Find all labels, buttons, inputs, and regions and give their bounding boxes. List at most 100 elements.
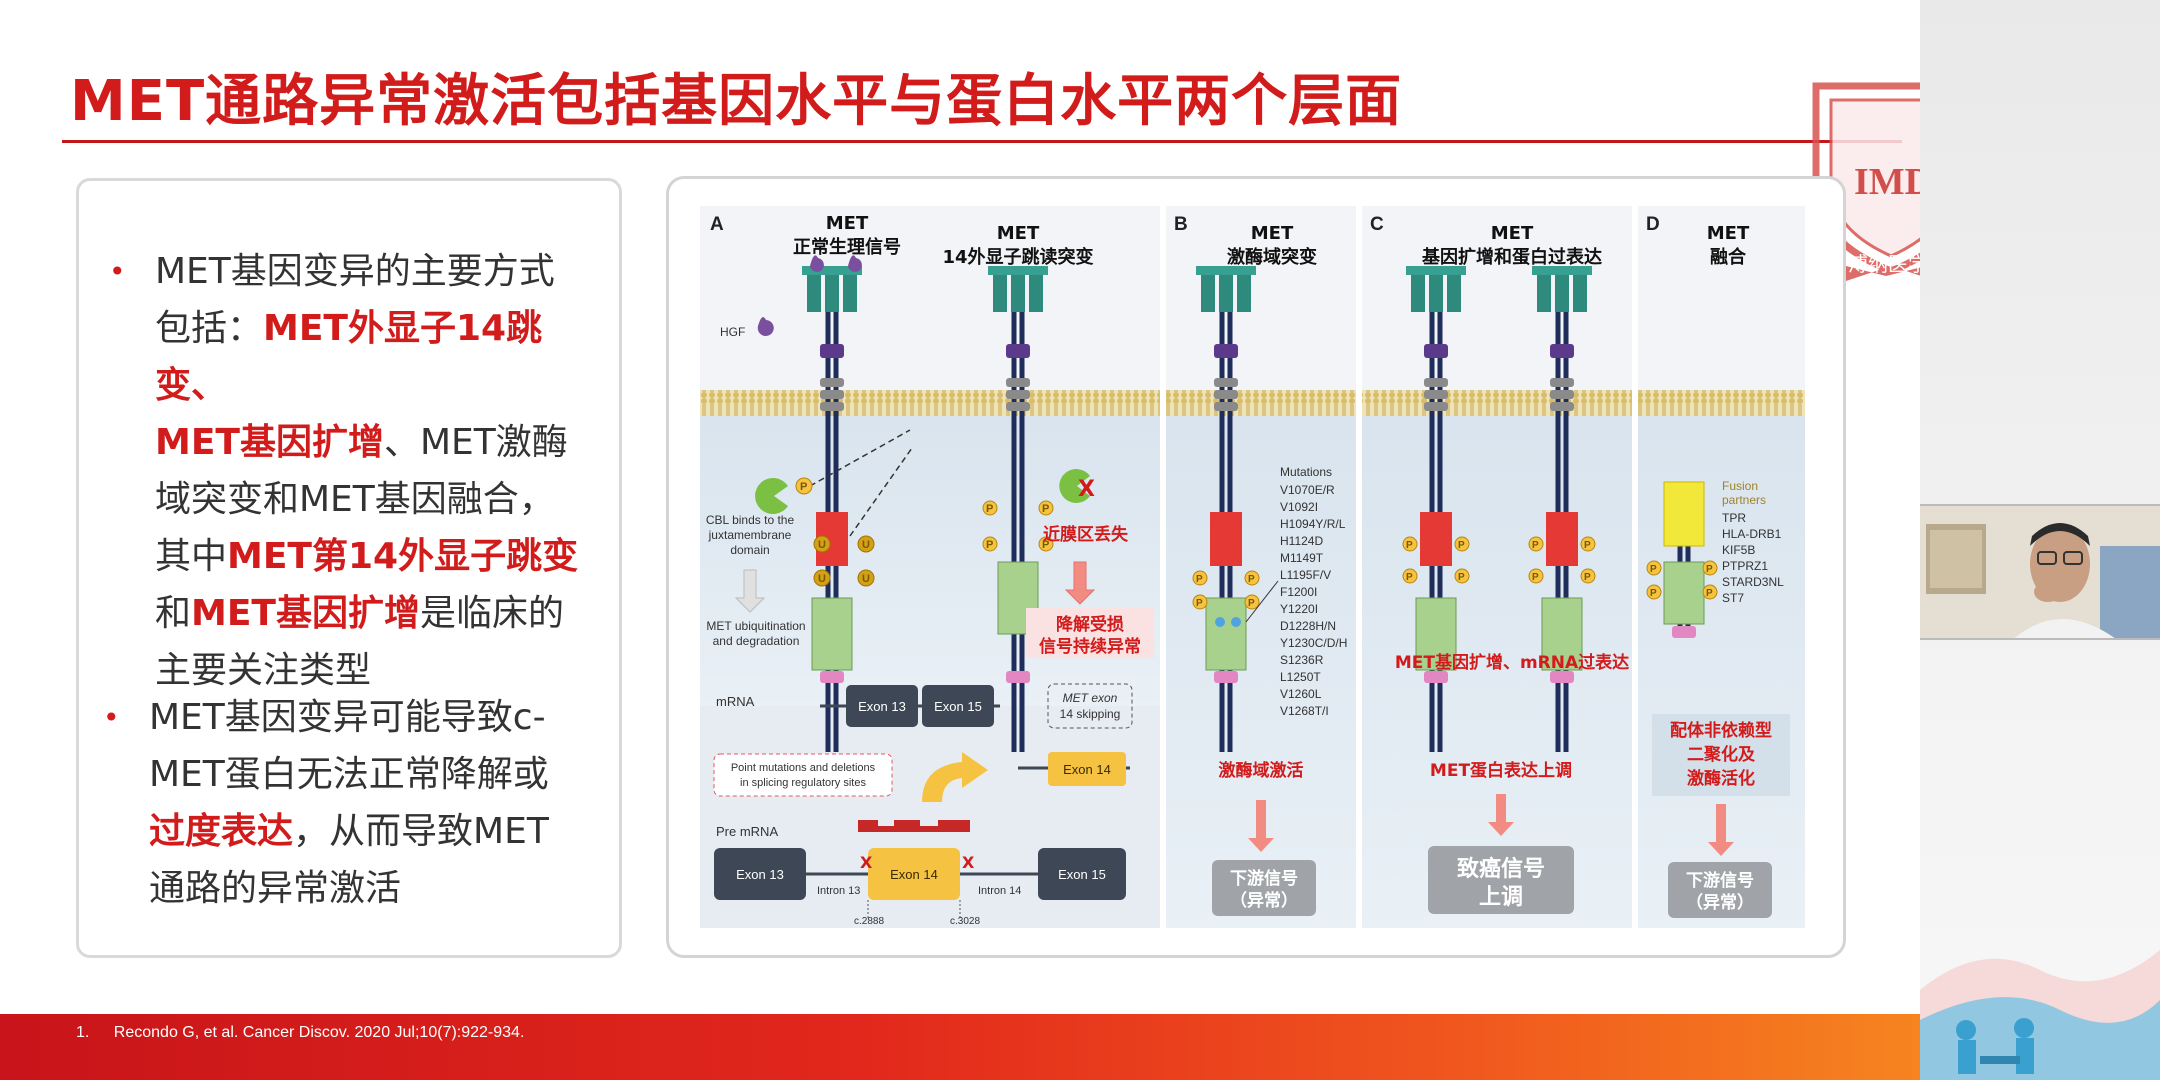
phospho-label: P (1532, 572, 1539, 583)
impair-label-2: 信号持续异常 (1039, 636, 1141, 657)
exon14-mrna (1048, 752, 1126, 786)
exon13-mrna (846, 685, 918, 727)
decorative-graphic (1920, 950, 2160, 1080)
fusion-partner-item: KIF5B (1722, 543, 1755, 557)
citation-number: 1. (76, 1024, 90, 1041)
mutation-item: H1094Y/R/L (1280, 517, 1346, 531)
impair-label-1: 降解受损 (1056, 614, 1124, 635)
cbl-blocked-icon: X (1078, 477, 1095, 502)
mutation-item: F1200I (1280, 585, 1317, 599)
panel-b-letter: B (1174, 214, 1188, 235)
intron14-label: Intron 14 (978, 885, 1021, 897)
bullet-dot: • (109, 255, 126, 288)
phospho-label: P (1406, 572, 1413, 583)
mutation-item: D1228H/N (1280, 619, 1336, 633)
phospho-label: P (1248, 574, 1255, 585)
mutation-item: L1250T (1280, 670, 1321, 684)
point-mutation-callout (713, 753, 893, 797)
b1-line6c: 是临床的 (420, 593, 565, 634)
point-label-1: Point mutations and deletions (731, 762, 876, 774)
ubq-label-2: and degradation (713, 634, 800, 648)
cbl-label-1: CBL binds to the (706, 513, 795, 527)
b2-hl-overexpr: 过度表达 (149, 811, 294, 852)
panel-a-col2-title1: MET (997, 223, 1040, 244)
ubiquitin-label: U (862, 573, 870, 585)
panel-d-out1: 下游信号 (1686, 870, 1754, 891)
mutation-list: V1070E/RV1092IH1094Y/R/LH1124DM1149TL119… (1280, 483, 1347, 718)
phospho-label: P (1584, 540, 1591, 551)
mutation-item: M1149T (1280, 551, 1324, 565)
phospho-label: P (1458, 540, 1465, 551)
exon14-mrna-label: Exon 14 (1063, 762, 1111, 777)
receptor-normal (802, 255, 862, 752)
jm-loss-label: 近膜区丢失 (1043, 524, 1129, 545)
mutation-item: H1124D (1280, 534, 1323, 548)
exon13-pre-label: Exon 13 (736, 867, 784, 882)
pre-mrna-label: Pre mRNA (716, 824, 778, 839)
panel-b-out2: （异常） (1230, 890, 1298, 911)
fusion-partner-item: PTPRZ1 (1722, 559, 1768, 573)
mutation-item: S1236R (1280, 653, 1324, 667)
b1-line7: 主要关注类型 (155, 650, 372, 691)
panel-d-title1: MET (1707, 223, 1750, 244)
panel-d-effect1: 配体非依赖型 (1670, 720, 1772, 741)
fusion-partner-item: ST7 (1722, 591, 1744, 605)
phospho-label: P (986, 503, 993, 515)
b1-line1: MET基因变异的主要方式 (155, 251, 555, 292)
panel-c-title1: MET (1491, 223, 1534, 244)
panel-b-title2: 激酶域突变 (1227, 246, 1317, 268)
ubiquitin-label: U (818, 539, 826, 551)
skip-callout (1047, 683, 1133, 729)
b1-line2a: 包括： (155, 308, 264, 349)
panel-c-out2: 上调 (1479, 885, 1523, 910)
phospho-label: P (1042, 503, 1049, 515)
hgf-label: HGF (720, 325, 745, 339)
phospho-label: P (1406, 540, 1413, 551)
mutation-item: Y1220I (1280, 602, 1318, 616)
splice-site-x-icon: X (860, 853, 873, 872)
panel-c-letter: C (1370, 214, 1384, 235)
splice-site-x-icon: X (962, 853, 975, 872)
c2888-label: c.2888 (854, 916, 884, 927)
b1-hl-exon14: MET外显子14跳变、 (155, 308, 543, 406)
ubq-label-1: MET ubiquitination (706, 619, 805, 633)
exon13-pre (714, 848, 806, 900)
panel-a-col1-title2: 正常生理信号 (793, 236, 901, 258)
panel-d-effect2: 二聚化及 (1687, 744, 1756, 765)
ubiquitin-label: U (862, 539, 870, 551)
mrna-label: mRNA (716, 694, 755, 709)
phospho-label: P (1584, 572, 1591, 583)
met-pathway-figure: A MET 正常生理信号 MET 14外显子跳读突变 HGF X CBL bin… (700, 206, 1805, 928)
panel-a-col2-title2: 14外显子跳读突变 (942, 246, 1093, 268)
receptor-amp-1 (1406, 266, 1466, 752)
phospho-label: P (1248, 598, 1255, 609)
panel-d-letter: D (1646, 214, 1660, 235)
b1-hl-amp-2: MET基因扩增 (191, 593, 420, 634)
b2-line3b: ，从而导致MET (293, 811, 549, 852)
b1-line4: 域突变和MET基因融合， (155, 479, 555, 520)
receptor-kinase-mut (1196, 266, 1256, 752)
b1-line5a: 其中 (155, 536, 228, 577)
exon13-mrna-label: Exon 13 (858, 699, 906, 714)
fusion-partner-item: TPR (1722, 511, 1746, 525)
mutation-item: Y1230C/D/H (1280, 636, 1347, 650)
fusion-protein (1663, 481, 1705, 638)
mutation-item: V1070E/R (1280, 483, 1335, 497)
phospho-label: P (800, 481, 807, 493)
cbl-icon-2 (1059, 469, 1090, 504)
down-arrow-red-icon (1708, 804, 1734, 856)
phospho-label: P (1042, 539, 1049, 551)
presenter-video-image (1920, 506, 2160, 638)
b1-hl-amp: MET基因扩增 (155, 422, 384, 463)
mutations-label: Mutations (1280, 465, 1332, 479)
presenter-webcam (1920, 504, 2160, 640)
summary-textbox: • MET基因变异的主要方式 包括：MET外显子14跳变、 MET基因扩增、ME… (76, 178, 622, 958)
phospho-label: P (1532, 540, 1539, 551)
phospho-label: P (1706, 564, 1713, 575)
bullet-2: • MET基因变异可能导致c- MET蛋白无法正常降解或 过度表达，从而导致ME… (103, 689, 593, 917)
skip-label-1: MET exon (1063, 691, 1118, 705)
bullet-1: • MET基因变异的主要方式 包括：MET外显子14跳变、 MET基因扩增、ME… (109, 243, 599, 699)
panel-a-col1-title1: MET (826, 213, 869, 234)
phospho-label: P (1458, 572, 1465, 583)
